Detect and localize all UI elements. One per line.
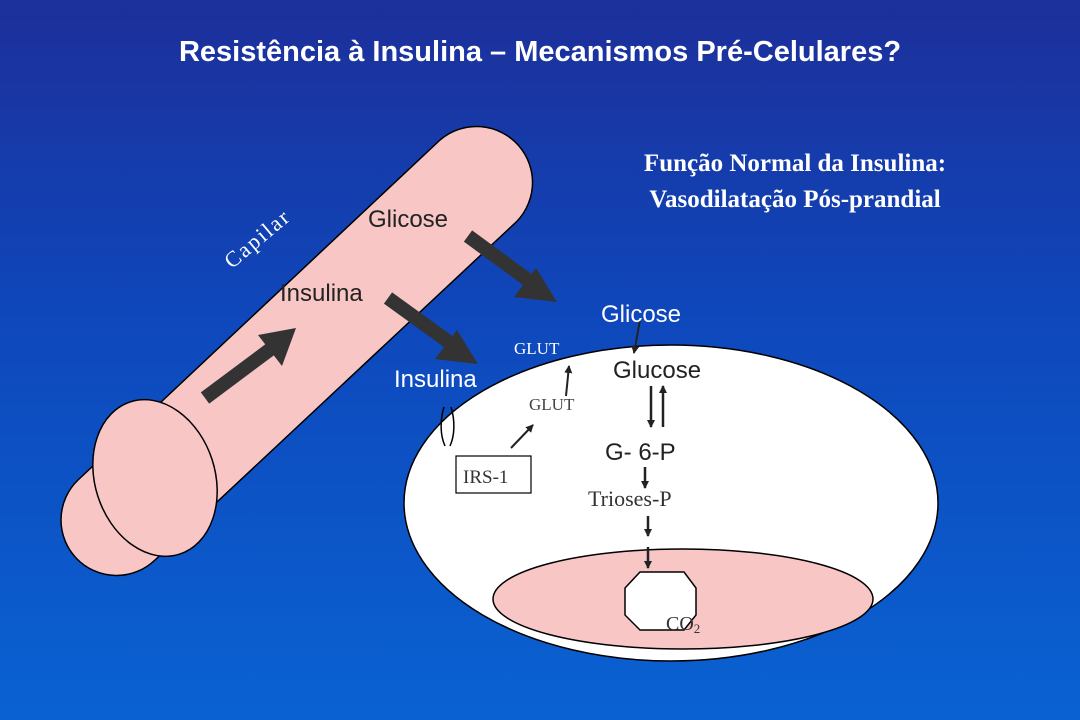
glicose-outside-label: Glicose — [601, 301, 681, 328]
glicose-capillary-label: Glicose — [368, 206, 448, 233]
insulina-transport-arrowhead — [435, 330, 478, 364]
insulina-receptor-label: Insulina — [394, 366, 477, 393]
glut-top-label: GLUT — [514, 339, 560, 358]
irs1-box — [455, 455, 532, 494]
glicose-transport-arrow — [463, 230, 537, 289]
irs1-label: IRS-1 — [463, 467, 508, 488]
slide-title: Resistência à Insulina – Mecanismos Pré-… — [178, 36, 902, 68]
co2-label: CO2 — [666, 613, 700, 636]
capillary-flow-arrow — [200, 342, 277, 404]
glicose-entry-arrow — [631, 319, 641, 354]
capillary-flow-arrowhead — [258, 328, 296, 366]
irs1-to-glut-arrow — [510, 424, 534, 449]
trioses-label: Trioses-P — [588, 486, 672, 511]
subtitle-line-2: Vasodilatação Pós-prandial — [649, 186, 941, 213]
subtitle-line-1: Função Normal da Insulina: — [643, 150, 947, 177]
subtitle: Função Normal da Insulina: Vasodilatação… — [560, 146, 1030, 218]
insulina-capillary-label: Insulina — [280, 280, 363, 307]
krebs-cycle-octagon — [624, 571, 697, 631]
insulina-transport-arrow — [383, 292, 458, 351]
capillary-lumen-end — [92, 398, 218, 558]
g6p-label: G- 6-P — [605, 439, 676, 466]
co2-subscript: 2 — [694, 621, 701, 636]
insulin-receptor — [440, 406, 455, 447]
co2-main: CO — [666, 613, 694, 635]
glucose-label: Glucose — [613, 357, 701, 384]
glicose-transport-arrowhead — [514, 268, 557, 302]
glut-inner-label: GLUT — [529, 395, 575, 414]
capilar-label: Capilar — [219, 203, 295, 273]
glut-translocation-arrow — [564, 365, 573, 397]
